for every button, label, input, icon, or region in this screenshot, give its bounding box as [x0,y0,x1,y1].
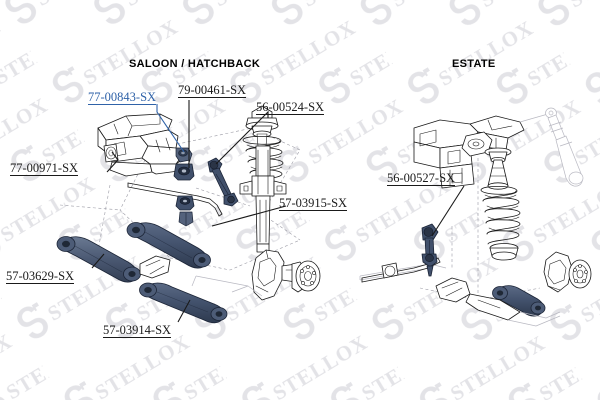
part-label-57-03914-sx[interactable]: 57-03914-SX [103,323,172,338]
part-label-57-03629-sx[interactable]: 57-03629-SX [6,269,75,284]
part-label-79-00461-sx[interactable]: 79-00461-SX [178,83,247,98]
part-label-57-03915-sx[interactable]: 57-03915-SX [279,196,348,211]
part-label-56-00524-sx[interactable]: 56-00524-SX [256,100,325,115]
part-label-77-00971-sx[interactable]: 77-00971-SX [10,161,79,176]
section-heading-saloon: SALOON / HATCHBACK [129,58,261,70]
part-label-77-00843-sx[interactable]: 77-00843-SX [88,90,157,105]
section-heading-estate: ESTATE [452,58,496,70]
part-label-56-00527-sx[interactable]: 56-00527-SX [387,171,456,186]
